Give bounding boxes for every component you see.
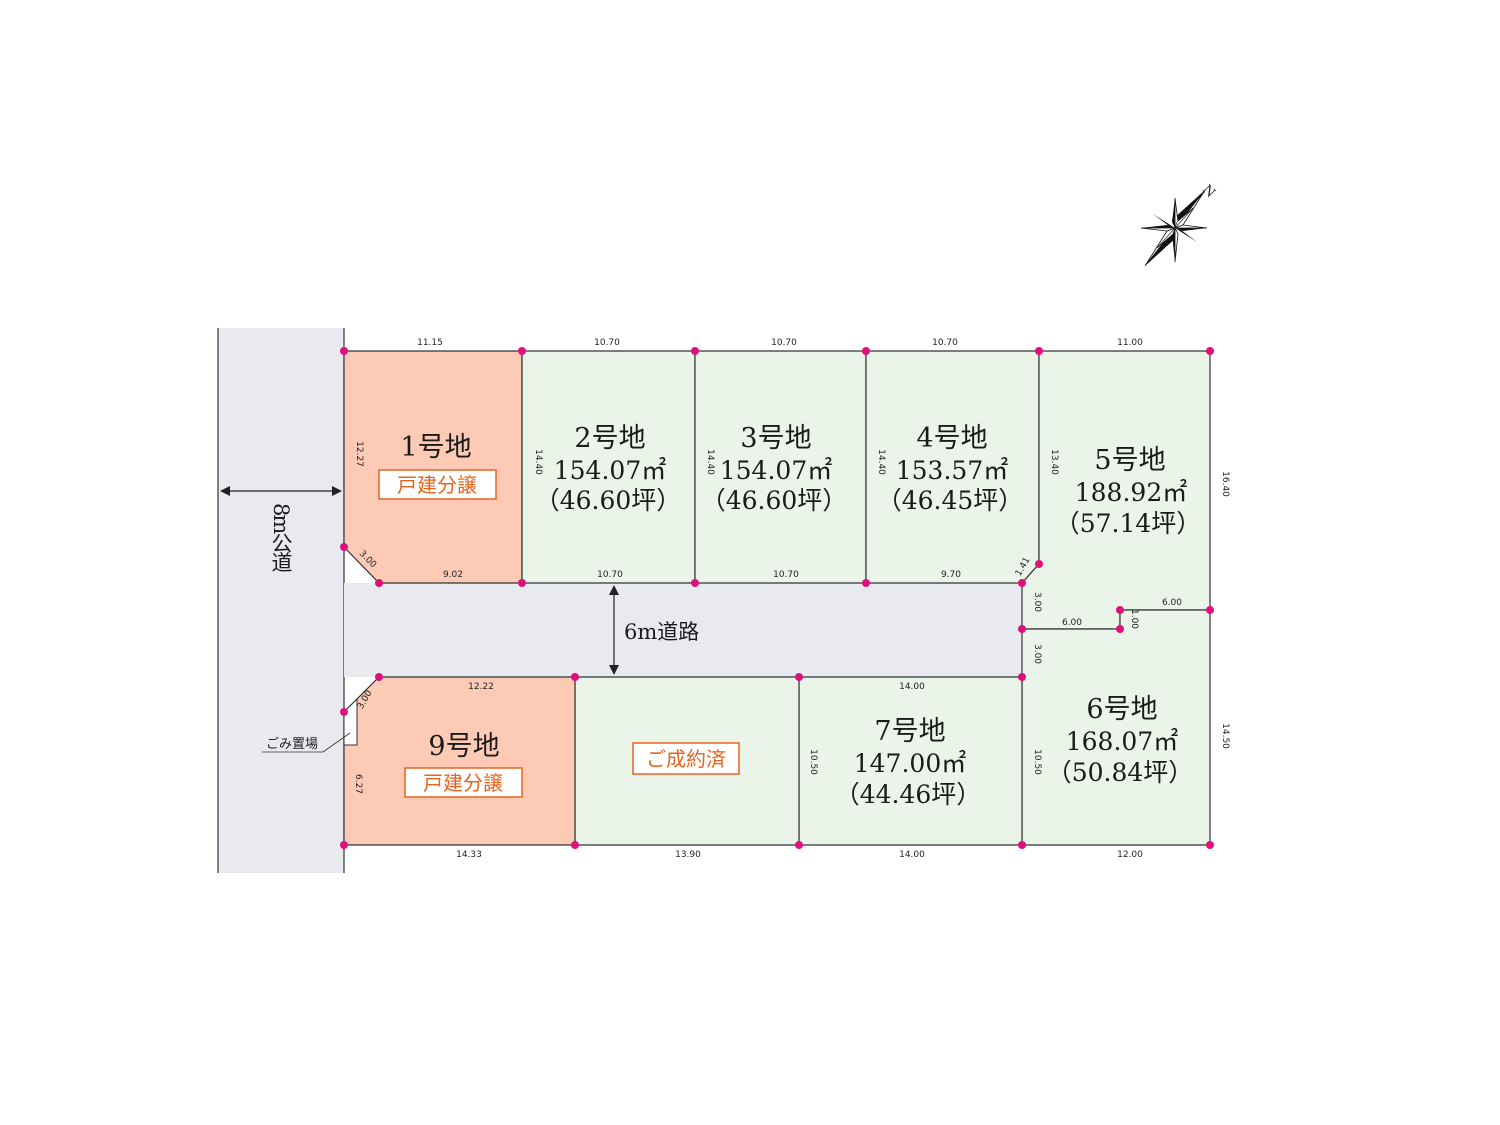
dim-side-2: 14.40 xyxy=(533,449,543,475)
dim-top-1: 11.15 xyxy=(417,338,443,348)
dim-bot-9: 14.33 xyxy=(456,850,482,860)
lot-8-badge xyxy=(632,742,740,775)
lot-6-area: 168.07㎡ xyxy=(1066,727,1178,756)
dim-top-2: 10.70 xyxy=(594,338,620,348)
lot-9-badge-text: 戸建分譲 xyxy=(423,771,503,795)
private-road-width-arrow xyxy=(609,585,619,675)
boundary-markers xyxy=(340,347,1214,849)
lot-2-tsubo: （46.60坪） xyxy=(535,486,682,515)
dim-bot-6: 12.00 xyxy=(1117,850,1143,860)
public-road-label: 8m公道 xyxy=(269,503,293,573)
dim-top-3: 10.70 xyxy=(771,338,797,348)
public-road-width-arrow xyxy=(220,486,342,496)
dim-side-9: 6.27 xyxy=(353,774,363,794)
dim-side-3: 14.40 xyxy=(705,449,715,475)
dim-side-5r: 16.40 xyxy=(1220,471,1230,497)
garbage-label: ごみ置場 xyxy=(266,736,318,752)
lot-6-name: 6号地 xyxy=(1086,694,1157,725)
dim-bot-8: 13.90 xyxy=(675,850,701,860)
private-road-label: 6m道路 xyxy=(624,620,699,644)
dim-road-b: 3.00 xyxy=(1032,644,1042,664)
dim-side-4: 14.40 xyxy=(876,449,886,475)
compass-north-label: N xyxy=(1199,182,1218,201)
dim-bot-2: 10.70 xyxy=(597,570,623,580)
dim-top-4: 10.70 xyxy=(932,338,958,348)
lot-1-name: 1号地 xyxy=(400,432,471,463)
dim-mid-6a: 6.00 xyxy=(1062,618,1082,628)
lot-7-tsubo: （44.46坪） xyxy=(835,780,982,809)
lot-2-area: 154.07㎡ xyxy=(554,456,666,485)
lot-1-badge-text: 戸建分譲 xyxy=(397,473,477,497)
dim-bot-1: 9.02 xyxy=(443,570,463,580)
lot-2-name: 2号地 xyxy=(574,423,645,454)
lot-9-badge xyxy=(404,767,523,798)
lot-7-area: 147.00㎡ xyxy=(854,749,966,778)
lot-1[interactable] xyxy=(343,350,523,584)
lot-5-tsubo: （57.14坪） xyxy=(1055,509,1202,538)
lot-5-area: 188.92㎡ xyxy=(1075,478,1187,507)
lot-3-name: 3号地 xyxy=(740,423,811,454)
dim-side-1: 12.27 xyxy=(354,441,364,467)
dim-mid-6b: 1.00 xyxy=(1129,609,1139,629)
dim-top-9: 12.22 xyxy=(468,682,494,692)
private-road xyxy=(344,583,1022,677)
dim-side-6r: 14.50 xyxy=(1220,723,1230,749)
lot-9-name: 9号地 xyxy=(428,731,499,762)
dim-side-7: 10.50 xyxy=(808,749,818,775)
dim-bot-4: 9.70 xyxy=(941,570,961,580)
compass-rose-icon xyxy=(1140,189,1208,267)
dim-side-5: 13.40 xyxy=(1049,449,1059,475)
lot-4-tsubo: （46.45坪） xyxy=(877,486,1024,515)
lot-1-badge xyxy=(378,469,497,500)
lot-8-badge-text: ご成約済 xyxy=(646,747,726,771)
garbage-leader-2 xyxy=(322,732,351,753)
dim-mid-6c: 6.00 xyxy=(1162,598,1182,608)
dim-side-6: 10.50 xyxy=(1032,749,1042,775)
lot-5-name: 5号地 xyxy=(1094,445,1165,476)
lot-3-area: 154.07㎡ xyxy=(720,456,832,485)
dim-top-5: 11.00 xyxy=(1117,338,1143,348)
dim-top-7: 14.00 xyxy=(899,682,925,692)
lot-3-tsubo: （46.60坪） xyxy=(701,486,848,515)
lot-4-name: 4号地 xyxy=(916,423,987,454)
dim-bot-7: 14.00 xyxy=(899,850,925,860)
dim-bot-3: 10.70 xyxy=(773,570,799,580)
lot-4-area: 153.57㎡ xyxy=(896,456,1008,485)
dim-road-a: 3.00 xyxy=(1032,592,1042,612)
public-road xyxy=(218,328,344,873)
lot-6-tsubo: （50.84坪） xyxy=(1047,758,1194,787)
lot-7-name: 7号地 xyxy=(874,716,945,747)
